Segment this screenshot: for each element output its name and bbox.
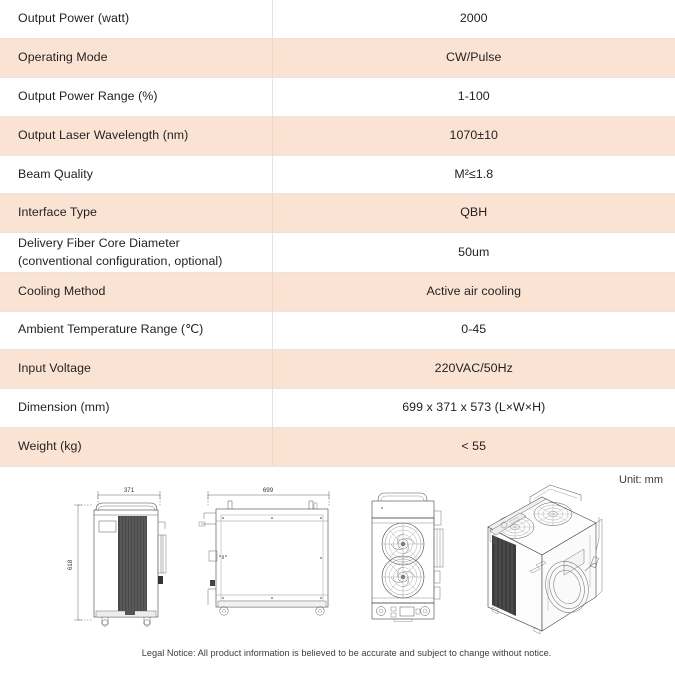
table-row: Input Voltage 220VAC/50Hz — [0, 349, 675, 390]
table-row: Output Laser Wavelength (nm) 1070±10 — [0, 116, 675, 156]
spec-value: M²≤1.8 — [271, 155, 675, 195]
spec-label-text: Delivery Fiber Core Diameter — [18, 235, 180, 250]
spec-label: Weight (kg) — [0, 427, 272, 467]
spec-label: Output Power (watt) — [0, 0, 272, 40]
spec-label: Operating Mode — [0, 38, 272, 79]
spec-label-text: Cooling Method — [18, 283, 106, 298]
side-view-drawing: 371 618 — [67, 487, 167, 627]
spec-label-text: Weight (kg) — [18, 438, 82, 453]
spec-label: Cooling Method — [0, 272, 272, 312]
table-row: Output Power Range (%) 1-100 — [0, 77, 675, 117]
table-row: Delivery Fiber Core Diameter (convention… — [0, 232, 675, 273]
table-row: Dimension (mm) 699 x 371 x 573 (L×W×H) — [0, 388, 675, 428]
spec-value: Active air cooling — [271, 272, 675, 312]
spec-label-text: Output Laser Wavelength (nm) — [18, 127, 189, 142]
spec-label: Ambient Temperature Range (℃) — [0, 311, 272, 351]
spec-label: Dimension (mm) — [0, 388, 272, 428]
side-view-height-dim: 618 — [67, 559, 74, 570]
legal-notice-text: Legal Notice: All product information is… — [141, 648, 552, 658]
spec-label-text: Output Power Range (%) — [18, 89, 158, 103]
top-view-drawing: 699 — [198, 487, 330, 616]
spec-value: QBH — [271, 193, 675, 234]
spec-value: 2000 — [271, 0, 675, 40]
side-view-width-dim: 371 — [124, 487, 135, 494]
table-row: Ambient Temperature Range (℃) 0-45 — [0, 311, 675, 351]
isometric-view-drawing — [487, 484, 603, 634]
spec-value: 1-100 — [271, 77, 675, 117]
spec-label-text: Interface Type — [18, 205, 97, 220]
table-row: Cooling Method Active air cooling — [0, 272, 675, 312]
spec-value: 0-45 — [271, 311, 675, 351]
table-row: Output Power (watt) 2000 — [0, 0, 675, 40]
unit-label: Unit: mm — [619, 473, 663, 486]
spec-value: 699 x 371 x 573 (L×W×H) — [271, 388, 675, 428]
spec-label-text: Output Power (watt) — [18, 11, 130, 26]
spec-label-text: Dimension (mm) — [18, 400, 110, 415]
specifications-table-body: Output Power (watt) 2000 Operating Mode … — [0, 0, 675, 467]
spec-label: Delivery Fiber Core Diameter (convention… — [0, 232, 272, 273]
spec-value: 1070±10 — [271, 116, 675, 156]
spec-value: CW/Pulse — [271, 38, 675, 79]
top-view-length-dim: 699 — [263, 487, 274, 494]
spec-label: Beam Quality — [0, 155, 272, 195]
spec-label-text: Ambient Temperature Range (℃) — [18, 322, 204, 337]
spec-label-subtext: (conventional configuration, optional) — [18, 253, 223, 268]
legal-notice: Legal Notice: All product information is… — [0, 648, 675, 658]
spec-value: < 55 — [271, 427, 675, 467]
spec-label: Input Voltage — [0, 349, 272, 390]
product-drawings-section: Unit: mm — [0, 466, 675, 667]
table-row: Interface Type QBH — [0, 193, 675, 234]
spec-label: Interface Type — [0, 193, 272, 234]
table-row: Beam Quality M²≤1.8 — [0, 155, 675, 195]
table-row: Operating Mode CW/Pulse — [0, 38, 675, 79]
spec-label-text: Input Voltage — [18, 361, 91, 376]
spec-label-text: Operating Mode — [18, 50, 108, 65]
spec-label: Output Power Range (%) — [0, 77, 272, 117]
table-row: Weight (kg) < 55 — [0, 427, 675, 467]
specifications-table: Output Power (watt) 2000 Operating Mode … — [0, 0, 675, 467]
spec-label-text: Beam Quality — [18, 166, 93, 181]
front-view-drawing — [371, 492, 444, 622]
spec-label: Output Laser Wavelength (nm) — [0, 116, 272, 156]
spec-value: 50um — [271, 232, 675, 273]
spec-value: 220VAC/50Hz — [271, 349, 675, 390]
